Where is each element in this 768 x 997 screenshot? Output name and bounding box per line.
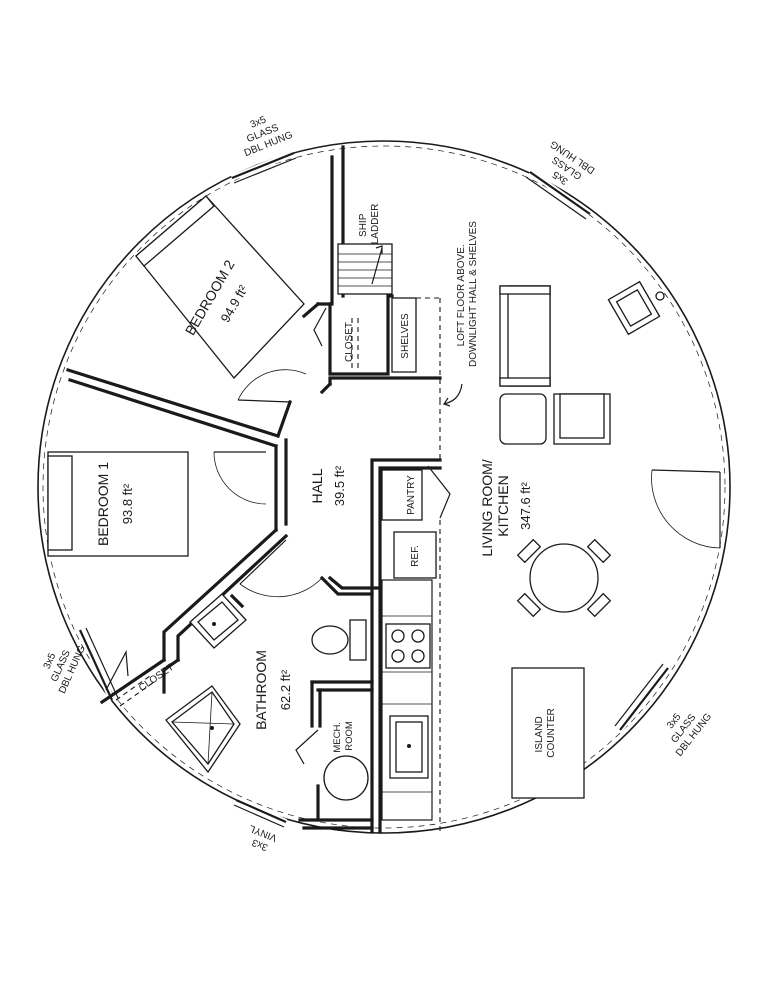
living-area: 347.6 ft² bbox=[518, 481, 533, 529]
svg-text:3x3 VINYL: 3x3 VINYL bbox=[243, 822, 279, 854]
hall-name: HALL bbox=[309, 468, 325, 503]
bedroom-1-name: BEDROOM 1 bbox=[95, 462, 111, 546]
bathroom-name: BATHROOM bbox=[253, 650, 269, 730]
loft-note-line2: DOWNLIGHT HALL & SHELVES bbox=[468, 221, 479, 367]
svg-text:ISLAND COUNTER: ISLAND COUNTER bbox=[534, 708, 557, 757]
window-top-right: 3x5 GLASS DBL HUNG bbox=[525, 138, 597, 220]
stove bbox=[385, 623, 431, 669]
bedroom-1-bed bbox=[47, 451, 189, 557]
shower bbox=[165, 685, 241, 774]
svg-text:3x5 GLASS DBL HUNG: 3x5 GLASS DBL HUNG bbox=[535, 138, 597, 196]
wood-stove bbox=[607, 280, 665, 336]
kitchen-counter bbox=[381, 579, 433, 821]
ottoman bbox=[499, 393, 547, 445]
bathroom-area: 62.2 ft² bbox=[278, 669, 293, 710]
living-name-line1: LIVING ROOM/ bbox=[479, 459, 495, 556]
ship-ladder-label-line1: SHIP bbox=[358, 213, 369, 237]
armchair bbox=[553, 393, 611, 445]
svg-text:3x5 GLASS DBL HUNG: 3x5 GLASS DBL HUNG bbox=[234, 107, 295, 159]
shelves: SHELVES bbox=[391, 297, 441, 400]
hall-area: 39.5 ft² bbox=[332, 465, 347, 506]
bedroom-2-door bbox=[237, 369, 307, 403]
window-bottom: 3x3 VINYL bbox=[233, 797, 288, 854]
bedroom-1-door bbox=[213, 451, 267, 505]
living-name-line2: KITCHEN bbox=[495, 475, 511, 536]
closet-top: CLOSET bbox=[313, 294, 394, 376]
island-label-line2: COUNTER bbox=[546, 708, 557, 757]
mech-label-line2: ROOM bbox=[344, 721, 355, 751]
interior-walls bbox=[65, 145, 442, 834]
svg-text:3x5 GLASS DBL HUNG: 3x5 GLASS DBL HUNG bbox=[35, 634, 88, 695]
kitchen-sink bbox=[389, 715, 429, 779]
bathroom-sink bbox=[189, 593, 247, 649]
svg-text:SHIP LADDER: SHIP LADDER bbox=[358, 204, 381, 245]
island-counter: ISLAND COUNTER bbox=[511, 667, 585, 799]
ref-label: REF. bbox=[410, 545, 421, 567]
outer-wall bbox=[37, 140, 731, 834]
entry-door bbox=[651, 469, 721, 549]
window-right: 3x5 GLASS DBL HUNG bbox=[614, 663, 714, 759]
svg-text:LOFT FLOOR ABOVE. DOWNLI: LOFT FLOOR ABOVE. DOWNLIGHT HALL & SHELV… bbox=[456, 221, 479, 367]
dining-table bbox=[516, 538, 612, 618]
sofa bbox=[499, 285, 551, 387]
window-left: 3x5 GLASS DBL HUNG bbox=[35, 627, 119, 702]
bathroom-door bbox=[239, 539, 323, 598]
closet-top-label: CLOSET bbox=[344, 322, 355, 362]
stair-block: SHIP LADDER bbox=[337, 204, 393, 295]
island-label-line1: ISLAND bbox=[534, 716, 545, 752]
svg-text:LIVING ROOM/ KITCHEN: LIVING ROOM/ KITCHEN bbox=[479, 455, 511, 556]
loft-note-line1: LOFT FLOOR ABOVE. bbox=[456, 244, 467, 346]
mech-room: MECH. ROOM bbox=[295, 719, 369, 801]
pantry-label: PANTRY bbox=[406, 475, 417, 515]
bedroom-2-bed bbox=[135, 195, 305, 379]
window-top-left: 3x5 GLASS DBL HUNG bbox=[230, 107, 297, 184]
ship-ladder-label-line2: LADDER bbox=[370, 204, 381, 245]
refrigerator: REF. bbox=[393, 531, 437, 579]
shelves-label: SHELVES bbox=[400, 313, 411, 359]
svg-text:3x5 GLASS DBL HUNG: 3x5 GLASS DBL HUNG bbox=[655, 697, 714, 759]
toilet bbox=[311, 619, 367, 661]
svg-text:MECH. ROOM: MECH. ROOM bbox=[332, 719, 355, 752]
mech-label-line1: MECH. bbox=[332, 722, 343, 753]
pantry: PANTRY bbox=[381, 465, 451, 521]
bedroom-1-area: 93.8 ft² bbox=[120, 483, 135, 524]
loft-note: LOFT FLOOR ABOVE. DOWNLIGHT HALL & SHELV… bbox=[443, 221, 479, 407]
